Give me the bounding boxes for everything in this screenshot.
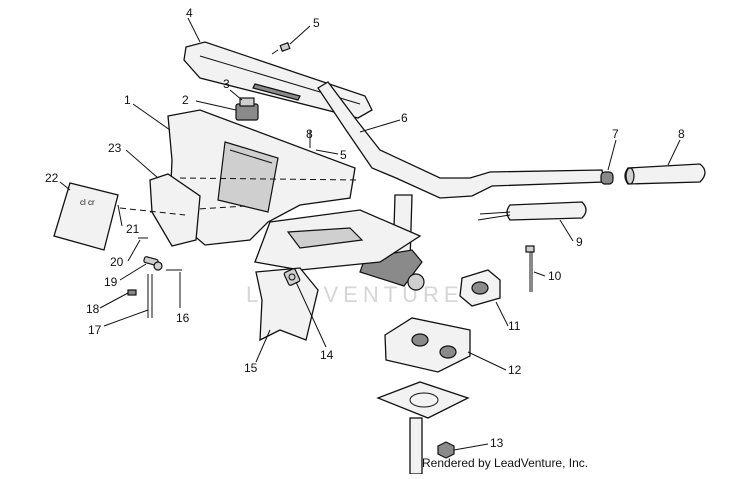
callout-10: 10 (548, 269, 562, 283)
callout-7: 7 (612, 127, 619, 141)
callout-19: 19 (104, 275, 118, 289)
grip-part (624, 163, 706, 185)
callout-13: 13 (490, 436, 504, 450)
lower-clamp-part (384, 317, 471, 373)
callout-labels: 4 5 3 2 1 6 8 5 7 8 9 10 11 12 13 14 15 … (45, 6, 685, 450)
mounting-plate-part (376, 381, 470, 475)
screw-part (271, 42, 291, 55)
callout-20: 20 (110, 255, 124, 269)
callout-2: 2 (182, 93, 189, 107)
grip-end-part (600, 171, 614, 185)
callout-12: 12 (508, 363, 522, 377)
render-credit: Rendered by LeadVenture, Inc. (422, 456, 589, 470)
callout-5-mid: 5 (340, 148, 347, 162)
bracket-part (119, 173, 201, 247)
small-hardware (127, 237, 182, 318)
callout-8: 8 (678, 127, 685, 141)
callout-14: 14 (320, 348, 334, 362)
steering-head-part (254, 209, 422, 271)
callout-3: 3 (223, 77, 230, 91)
callout-17: 17 (88, 323, 102, 337)
clip-part (283, 268, 301, 286)
callout-23: 23 (108, 141, 122, 155)
callout-11: 11 (508, 319, 521, 333)
cover-plate-part: cl cr (53, 182, 119, 251)
headlight-pod-part (149, 109, 361, 246)
callout-18: 18 (86, 302, 100, 316)
lower-fairing-part (255, 267, 319, 342)
callout-22: 22 (45, 171, 59, 185)
throttle-grip-part (477, 201, 587, 221)
callout-21: 21 (126, 222, 140, 236)
callout-8-mid: 8 (306, 127, 313, 141)
switch-part (235, 97, 259, 121)
callout-1: 1 (124, 93, 131, 107)
nut-part (437, 441, 455, 459)
cover-marking: cl cr (80, 198, 95, 207)
leader-lines (59, 17, 681, 451)
bolt-part (525, 245, 535, 292)
callout-4: 4 (186, 6, 193, 20)
callout-9: 9 (576, 235, 583, 249)
callout-15: 15 (244, 361, 258, 375)
upper-clamp-part (459, 269, 501, 307)
callout-5-top: 5 (313, 16, 320, 30)
callout-6: 6 (401, 111, 408, 125)
callout-16: 16 (176, 311, 190, 325)
